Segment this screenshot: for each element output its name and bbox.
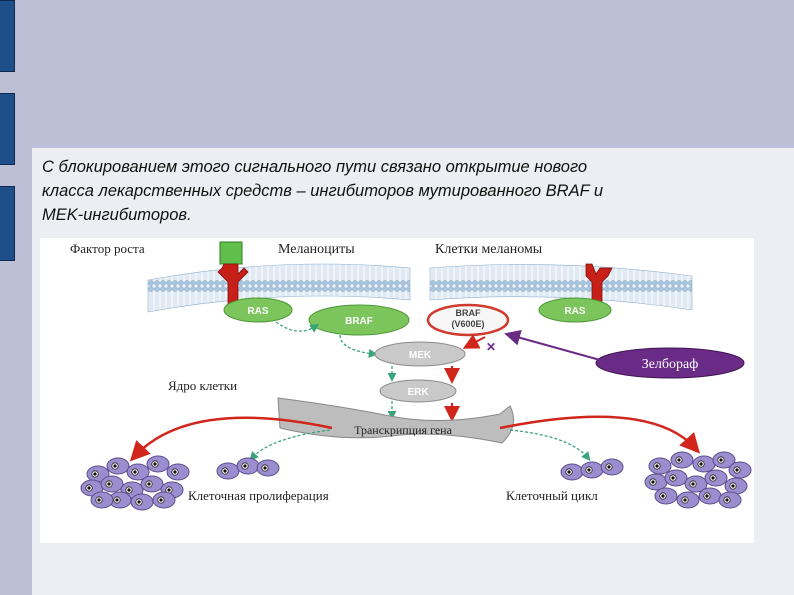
caption-line: класса лекарственных средств – ингибитор…	[42, 182, 604, 200]
braf-mutant-label: BRAF	[456, 308, 481, 318]
side-accent-bar	[0, 186, 15, 261]
ras-node-left	[223, 297, 293, 323]
melanoma-cells-label: Клетки меланомы	[435, 242, 543, 257]
zelboraf-inhibition-arrow	[504, 329, 601, 361]
arrow-to-proliferation-cluster	[129, 416, 333, 462]
cell-membrane-right	[429, 264, 693, 311]
pathway-diagram: Фактор роста Меланоциты Клетки меланомы …	[70, 241, 752, 511]
caption-line: MEK-ингибиторов.	[42, 206, 192, 224]
growth-factor-label: Фактор роста	[70, 241, 145, 256]
side-accent-bar	[0, 0, 15, 72]
melanocytes-label: Меланоциты	[278, 242, 355, 257]
nucleus-label: Ядро клетки	[168, 378, 237, 393]
mek-node	[374, 341, 466, 367]
arrow-to-proliferation-cells	[249, 429, 331, 461]
tumor-cell-cluster-right	[644, 451, 752, 509]
zelboraf-label: Зелбораф	[642, 357, 699, 372]
receptor-right	[585, 263, 613, 305]
arrow-to-cycle-cells	[509, 429, 591, 462]
growth-factor-ligand	[219, 241, 243, 265]
arrow-to-cycle-cluster	[499, 415, 701, 454]
tumor-cell-cluster-left	[80, 455, 190, 511]
erk-node	[379, 379, 457, 403]
braf-left-label: BRAF	[345, 316, 373, 327]
braf-mutant-sublabel: (V600E)	[451, 319, 484, 329]
arrow-braf-mutant-mek	[462, 334, 486, 349]
slide-caption: С блокированием этого сигнального пути с…	[42, 155, 742, 227]
mek-label: MEK	[409, 350, 432, 361]
cell-group-proliferation	[216, 457, 280, 480]
cell-group-cycle	[560, 458, 624, 481]
receptor-left	[217, 263, 249, 307]
erk-label: ERK	[407, 387, 429, 398]
cell-cycle-label: Клеточный цикл	[506, 488, 598, 503]
inhibition-mark: ✕	[486, 340, 496, 354]
side-accent-bar	[0, 93, 15, 165]
ras-left-label: RAS	[247, 306, 268, 317]
arrow-braf-mek	[339, 334, 378, 358]
transcription-label: Транскрипция гена	[354, 423, 452, 437]
braf-node-left	[308, 304, 410, 336]
ras-node-right	[538, 297, 612, 323]
caption-line: С блокированием этого сигнального пути с…	[42, 158, 588, 176]
left-strip	[0, 0, 32, 595]
proliferation-label: Клеточная пролиферация	[188, 488, 329, 503]
ras-right-label: RAS	[564, 306, 585, 317]
zelboraf-node	[595, 347, 745, 379]
pathway-figure: Фактор роста Меланоциты Клетки меланомы …	[40, 238, 754, 543]
